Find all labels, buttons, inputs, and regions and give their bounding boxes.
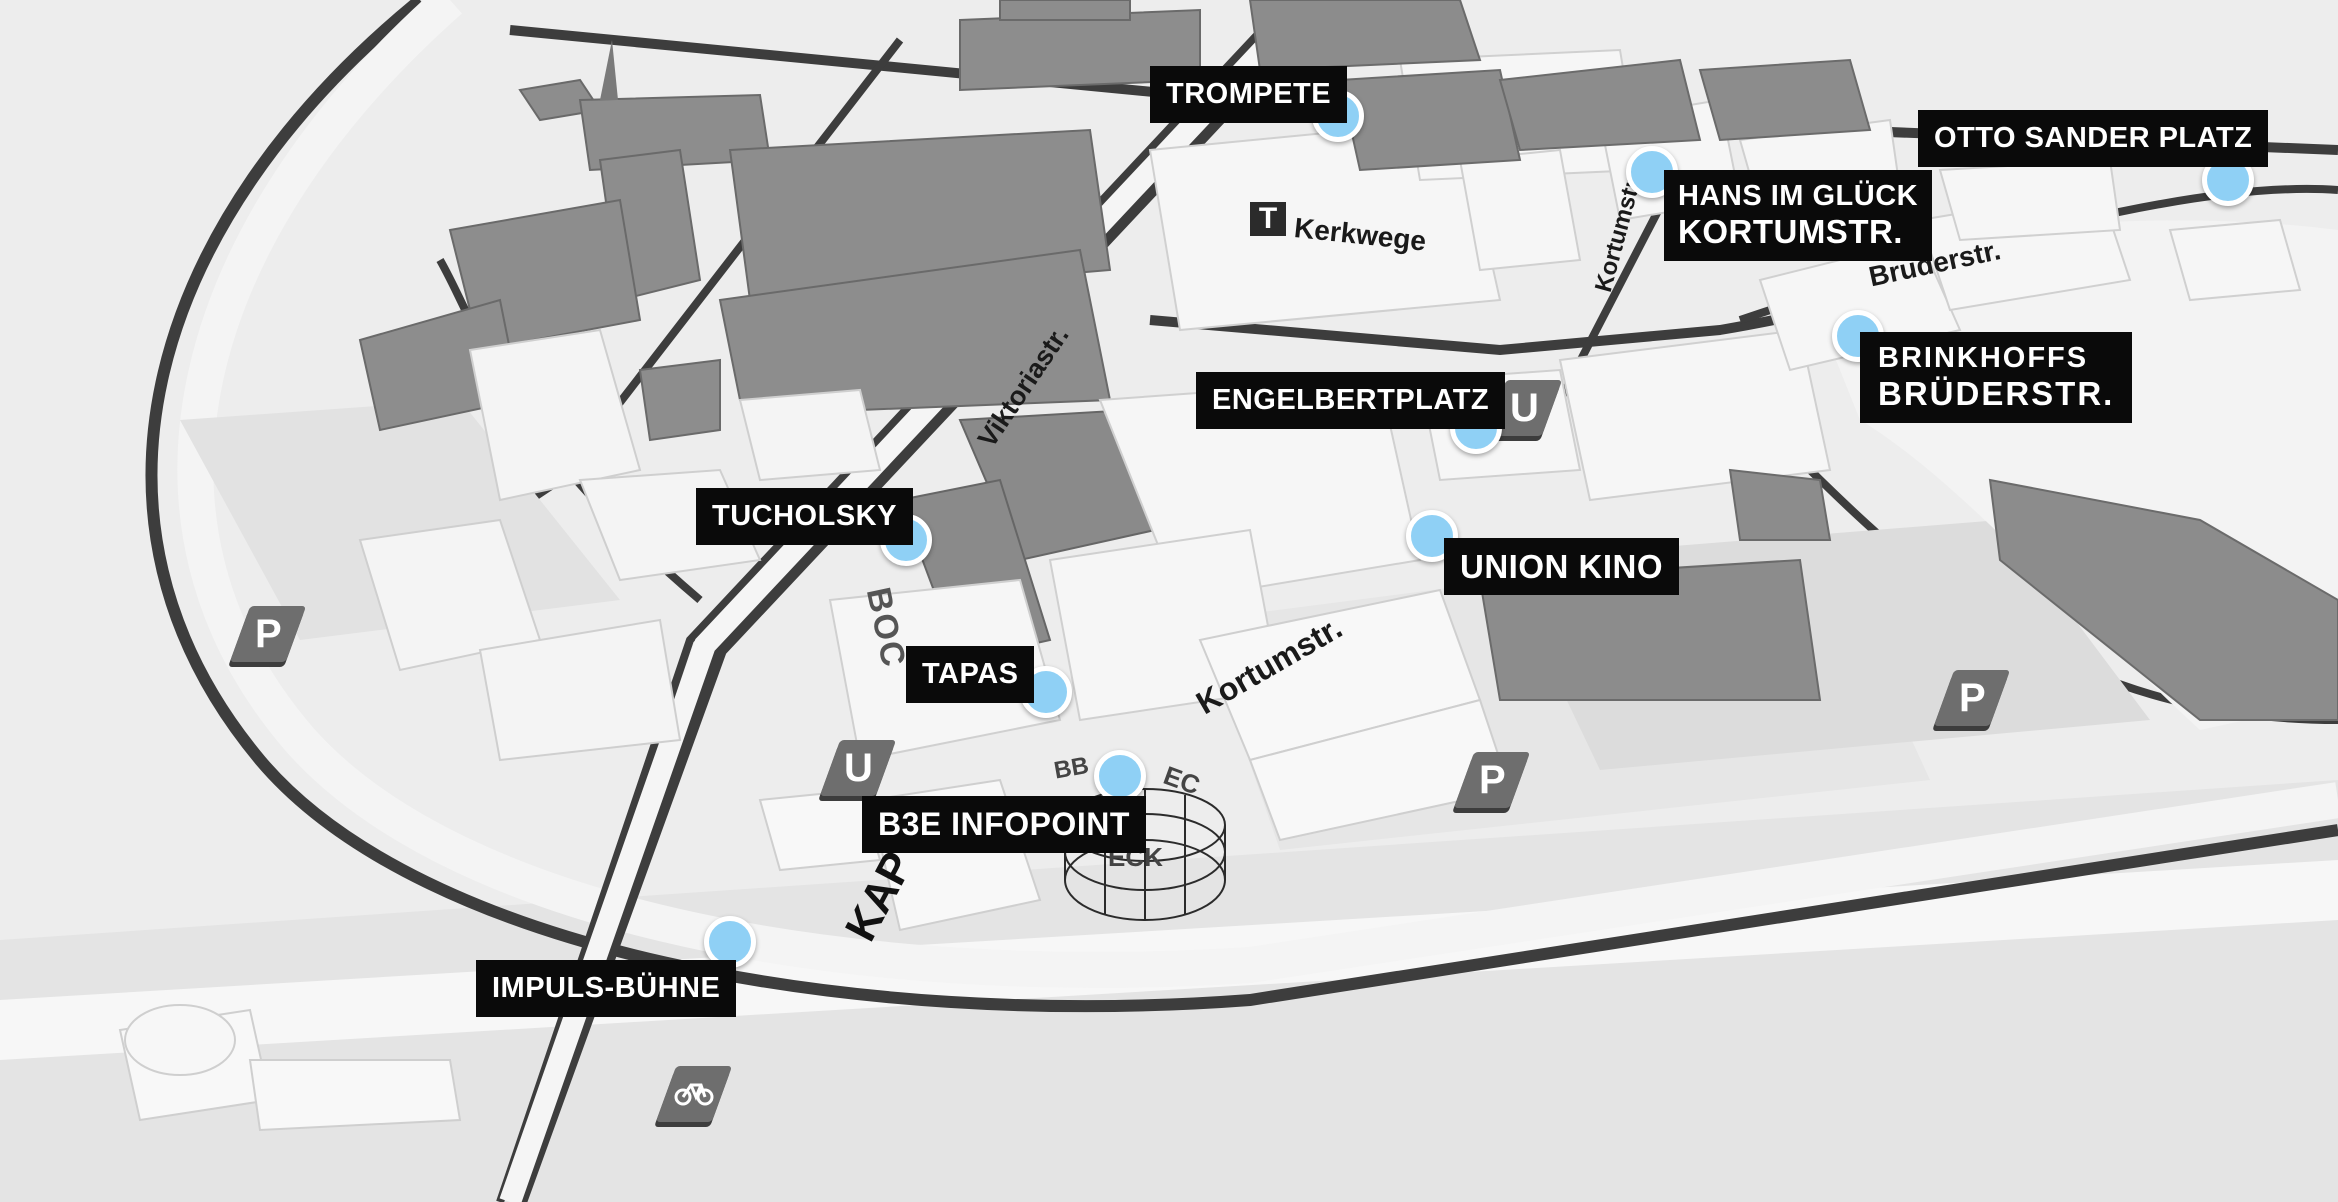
marker-union-kino[interactable]	[1406, 510, 1458, 562]
ubahn-letter: U	[843, 746, 873, 790]
label-tucholsky[interactable]: TUCHOLSKY	[696, 488, 913, 545]
label-text: HANS IM GLÜCK	[1678, 180, 1919, 212]
label-text: UNION KINO	[1460, 548, 1663, 585]
tram-letter: T	[1258, 202, 1278, 235]
label-subtext: BRÜDERSTR.	[1878, 375, 2115, 412]
label-impuls-buehne[interactable]: IMPULS-BÜHNE	[476, 960, 737, 1017]
label-subtext: KORTUMSTR.	[1678, 213, 1903, 250]
building-bb: BB	[1052, 751, 1091, 785]
label-trompete[interactable]: TROMPETE	[1150, 66, 1348, 123]
label-text: B3E INFOPOINT	[878, 806, 1130, 842]
label-union-kino[interactable]: UNION KINO	[1444, 538, 1679, 595]
label-text: TAPAS	[922, 658, 1019, 690]
label-tapas[interactable]: TAPAS	[906, 646, 1035, 703]
label-text: TROMPETE	[1166, 78, 1332, 110]
label-text: BRINKHOFFS	[1878, 342, 2089, 374]
parking-letter: P	[1958, 676, 1986, 720]
bicycle-icon	[674, 1066, 714, 1122]
marker-b3e-infopoint[interactable]	[1094, 750, 1146, 802]
tram-stop-sign[interactable]: T	[1250, 202, 1286, 236]
bicycle-parking-sign[interactable]	[655, 1066, 733, 1122]
label-engelbertplatz[interactable]: ENGELBERTPLATZ	[1196, 372, 1506, 429]
label-text: ENGELBERTPLATZ	[1212, 384, 1490, 416]
label-text: TUCHOLSKY	[712, 500, 897, 532]
label-otto-sander-platz[interactable]: OTTO SANDER PLATZ	[1918, 110, 2269, 167]
ubahn-letter: U	[1509, 386, 1539, 430]
parking-letter: P	[1478, 758, 1506, 802]
label-text: OTTO SANDER PLATZ	[1934, 122, 2253, 154]
parking-letter: P	[254, 612, 282, 656]
label-b3e-infopoint[interactable]: B3E INFOPOINT	[862, 796, 1146, 853]
label-text: IMPULS-BÜHNE	[492, 972, 721, 1004]
